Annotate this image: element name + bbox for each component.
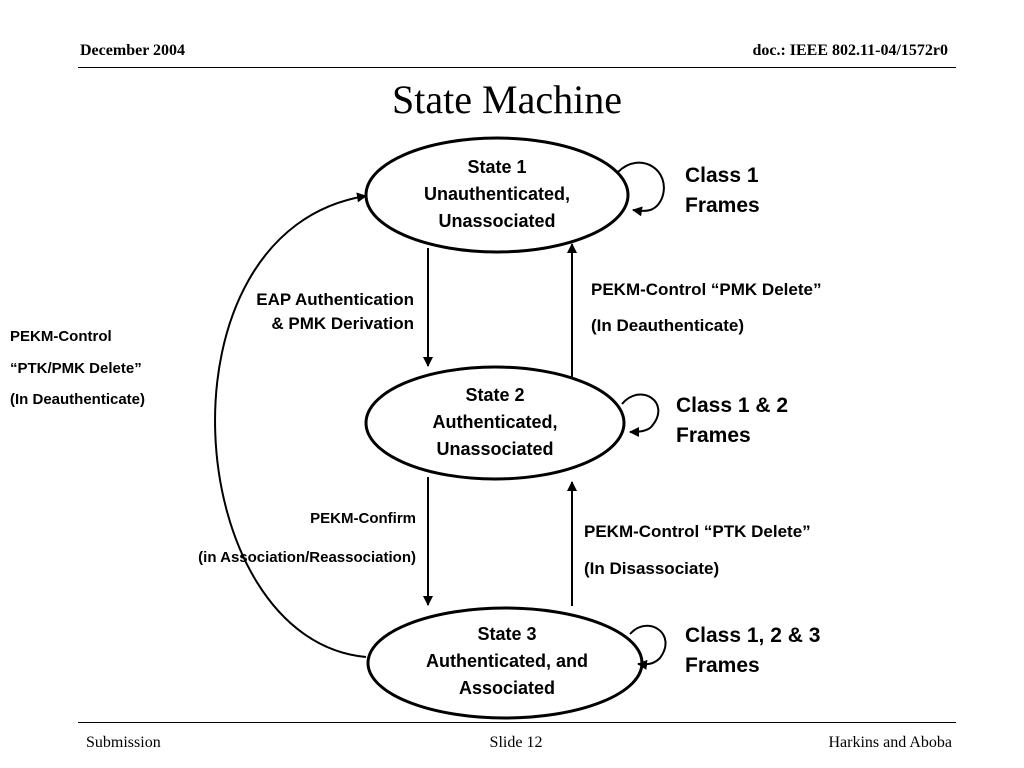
pmk-delete-label: PEKM-Control “PMK Delete” [591,280,822,299]
footer-divider [78,722,956,723]
footer-authors: Harkins and Aboba [828,734,952,751]
state-1-line2: Unauthenticated, [423,184,570,204]
footer-slide-number: Slide 12 [489,734,543,751]
self-loop-state3 [629,624,667,670]
state-2-title: State 2 [465,385,525,405]
state-2-line2: Authenticated, [432,412,558,432]
left-ptk-pmk-delete-label: “PTK/PMK Delete” [10,360,142,377]
state-2-node [364,365,626,481]
frames-class-3: Class 1, 2 & 3 [685,624,821,647]
state-3-line2: Authenticated, and [425,651,588,671]
frames-label-state1: Class 1 Frames [685,161,760,221]
frames-word-2: Frames [676,424,751,447]
frames-label-state2: Class 1 & 2 Frames [676,391,788,451]
self-loop-state1 [617,161,665,217]
frames-word-3: Frames [685,654,760,677]
frames-class-1: Class 1 [685,164,759,187]
header-divider [78,67,956,68]
pmk-delete-deauth-label: (In Deauthenticate) [591,316,745,335]
left-deauthenticate-label: (In Deauthenticate) [10,391,146,408]
state-1-title: State 1 [467,157,527,177]
state-1-line3: Unassociated [438,211,556,231]
arrow-state3-to-state1 [214,192,367,658]
frames-label-state3: Class 1, 2 & 3 Frames [685,621,820,681]
header-date: December 2004 [80,42,185,59]
ptk-delete-label: PEKM-Control “PTK Delete” [584,522,811,541]
footer-submission: Submission [86,734,161,751]
self-loop-state2 [621,393,660,437]
state-1-label: State 1 Unauthenticated, Unassociated [386,154,608,235]
left-pekm-control-label: PEKM-Control [10,328,112,345]
frames-word-1: Frames [685,194,760,217]
state-2-label: State 2 Authenticated, Unassociated [384,382,606,463]
ptk-delete-disassoc-label: (In Disassociate) [584,559,720,578]
state-3-label: State 3 Authenticated, and Associated [394,621,620,702]
header-doc-id: doc.: IEEE 802.11-04/1572r0 [752,42,948,59]
eap-line1: EAP Authentication [256,290,414,309]
state-3-title: State 3 [477,624,537,644]
association-label: (in Association/Reassociation) [198,549,416,566]
slide-title: State Machine [392,77,622,122]
eap-line2: & PMK Derivation [271,314,414,333]
eap-authentication-label: EAP Authentication & PMK Derivation [200,288,414,336]
state-3-line3: Associated [458,678,556,698]
pekm-confirm-label: PEKM-Confirm [310,510,416,527]
frames-class-2: Class 1 & 2 [676,394,789,417]
state-2-line3: Unassociated [436,439,554,459]
